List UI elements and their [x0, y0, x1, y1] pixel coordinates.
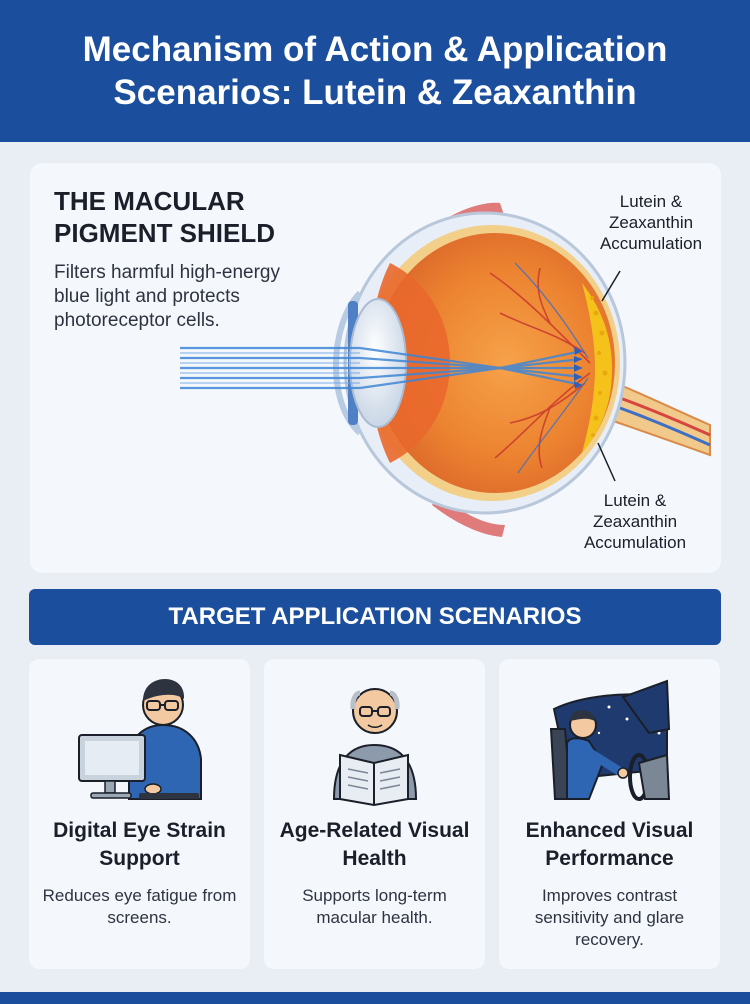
scenario-title: Enhanced Visual Performance	[525, 819, 694, 870]
mechanism-title: THE MACULAR PIGMENT SHIELD	[54, 186, 276, 248]
eye-cross-section-illustration	[180, 202, 711, 537]
blue-light-rays	[180, 346, 583, 390]
scenario-card-age-related: Age-Related Visual Health Supports long-…	[264, 659, 485, 969]
scenario-card-visual-performance: Enhanced Visual Performance Improves con…	[499, 659, 720, 969]
scenarios-banner: TARGET APPLICATION SCENARIOS	[29, 589, 721, 645]
scenarios-banner-title: TARGET APPLICATION SCENARIOS	[168, 603, 582, 630]
scenario-card-digital-eye-strain: Digital Eye Strain Support Reduces eye f…	[29, 659, 250, 969]
footer-bar	[0, 992, 750, 1004]
night-driver-icon	[549, 679, 671, 801]
page-header: Mechanism of Action & Application Scenar…	[0, 0, 750, 142]
scenario-title: Digital Eye Strain Support	[53, 819, 226, 870]
elderly-reader-icon	[332, 688, 418, 807]
callout-pigment-top: Lutein & Zeaxanthin Accumulation	[599, 192, 703, 253]
mechanism-description: Filters harmful high-energy blue light a…	[54, 262, 280, 331]
page-title: Mechanism of Action & Application Scenar…	[82, 30, 668, 112]
vitreous-body	[375, 233, 615, 493]
mechanism-card: THE MACULAR PIGMENT SHIELD Filters harmf…	[30, 163, 721, 573]
callout-pigment-bottom: Lutein & Zeaxanthin Accumulation	[583, 491, 687, 552]
macular-pigment-layer	[582, 283, 612, 453]
scenario-description: Supports long-term macular health.	[302, 886, 447, 927]
scenario-description: Reduces eye fatigue from screens.	[42, 886, 237, 927]
computer-user-icon	[78, 679, 202, 800]
scenario-description: Improves contrast sensitivity and glare …	[534, 886, 685, 949]
scenario-title: Age-Related Visual Health	[279, 819, 470, 870]
